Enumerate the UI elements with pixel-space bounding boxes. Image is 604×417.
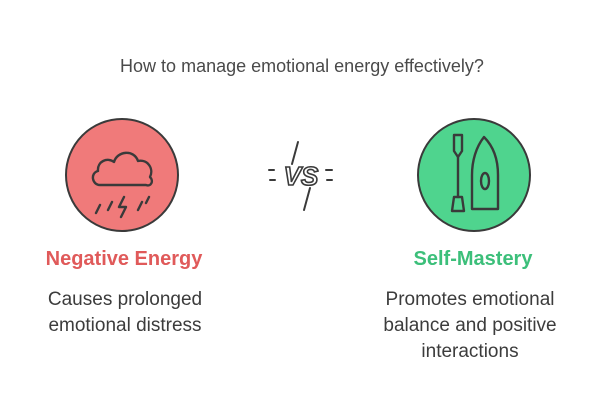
- negative-energy-description: Causes prolonged emotional distress: [0, 287, 250, 339]
- page-title: How to manage emotional energy effective…: [120, 56, 484, 76]
- self-mastery-description-line: interactions: [421, 341, 519, 362]
- self-mastery-description-line: Promotes emotional: [385, 289, 555, 310]
- versus-icon: VS: [268, 141, 333, 211]
- paddle-and-boat-icon: [450, 133, 500, 213]
- vs-label: VS: [284, 161, 319, 191]
- self-mastery-description: Promotes emotional balance and positive …: [345, 287, 595, 365]
- negative-energy-circle: [65, 118, 179, 232]
- self-mastery-description-line: balance and positive: [383, 315, 557, 336]
- negative-energy-heading: Negative Energy: [45, 248, 203, 270]
- self-mastery-circle: [417, 118, 531, 232]
- storm-cloud-icon: [91, 151, 154, 219]
- negative-energy-description-line: Causes prolonged: [47, 289, 203, 310]
- self-mastery-heading: Self-Mastery: [413, 248, 533, 270]
- negative-energy-description-line: emotional distress: [48, 315, 202, 336]
